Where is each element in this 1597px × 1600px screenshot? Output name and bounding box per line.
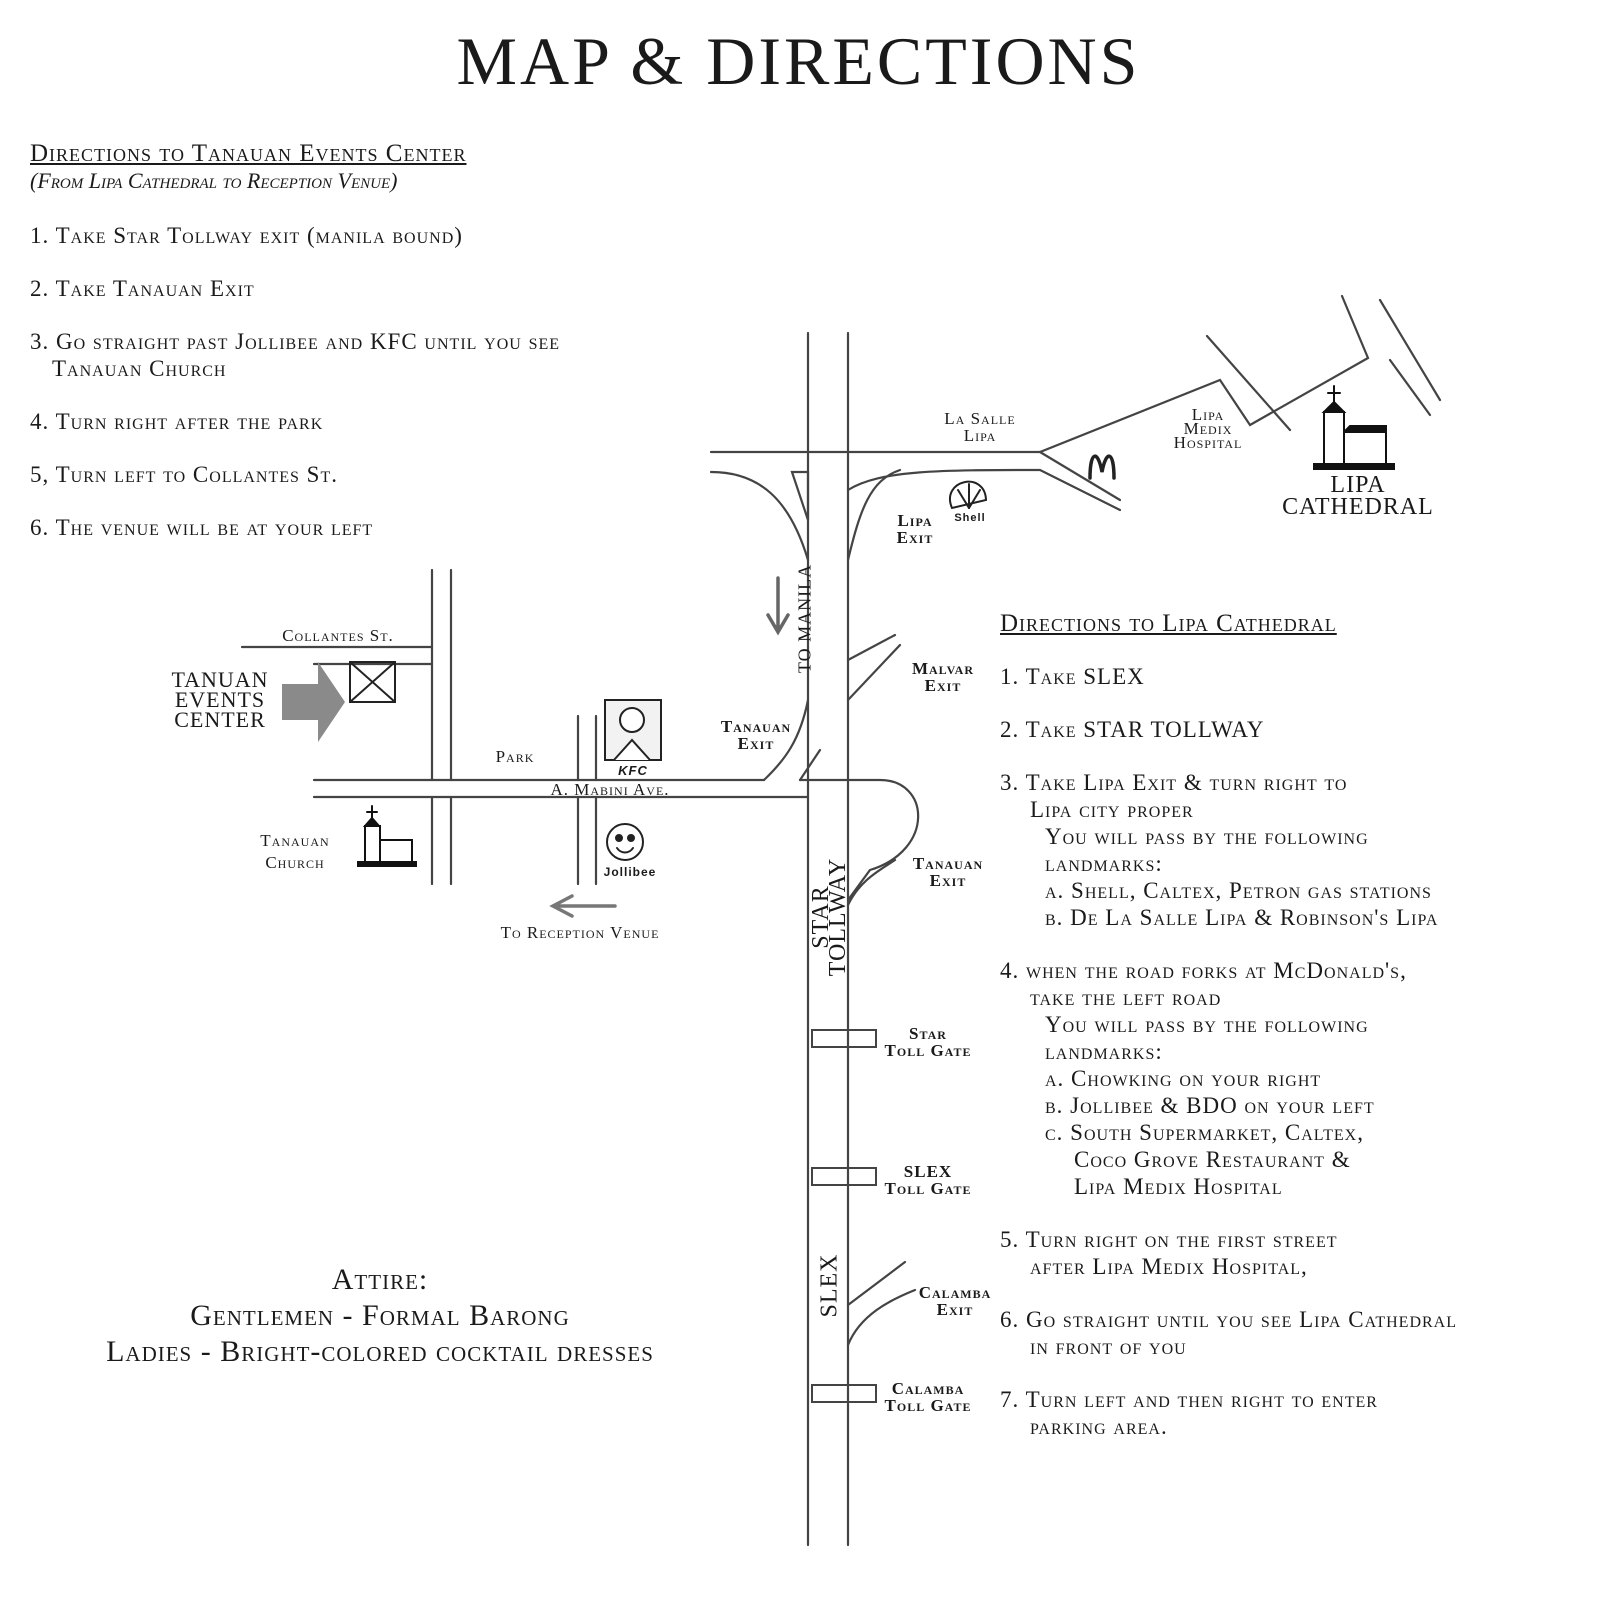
right-step: a. Chowking on your right xyxy=(1045,1066,1322,1091)
lipa-exit-ramp-inner xyxy=(790,470,810,521)
right-step: landmarks: xyxy=(1045,851,1163,876)
malvar-exit-ramp-b xyxy=(846,643,902,702)
venue-box xyxy=(349,661,396,703)
shell-icon xyxy=(949,480,988,510)
calamba-exit-ramp-a xyxy=(846,1260,907,1307)
church-icon xyxy=(1313,385,1395,470)
label-malvar-exit: Malvar Exit xyxy=(911,659,975,695)
label-jollibee: Jollibee xyxy=(603,865,657,879)
left-step: 4. Turn right after the park xyxy=(30,409,324,434)
right-step: 6. Go straight until you see Lipa Cathed… xyxy=(1000,1307,1458,1332)
label-tanauan-church: Tanauan Church xyxy=(260,831,330,872)
left-step: 5, Turn left to Collantes St. xyxy=(30,462,338,487)
down-arrow-icon xyxy=(766,576,790,636)
attire-section: Attire: Gentlemen - Formal Barong Ladies… xyxy=(30,1262,730,1370)
left-step: Tanauan Church xyxy=(52,356,227,381)
left-arrow-icon xyxy=(549,894,617,918)
left-steps: 1. Take Star Tollway exit (manila bound)… xyxy=(30,222,560,541)
right-step: b. De La Salle Lipa & Robinson's Lipa xyxy=(1045,905,1439,930)
right-step: You will pass by the following xyxy=(1045,824,1369,849)
left-step: 2. Take Tanauan Exit xyxy=(30,276,255,301)
label-tanauan-exit-a: Tanauan Exit xyxy=(720,717,792,753)
label-lipa-medix: Lipa Medix Hospital xyxy=(1173,405,1243,452)
label-calamba-exit: Calamba Exit xyxy=(918,1283,992,1319)
malvar-exit-ramp xyxy=(846,633,897,662)
la-salle-road-right xyxy=(1205,334,1292,432)
left-step: 3. Go straight past Jollibee and KFC unt… xyxy=(30,329,561,354)
label-to-reception: To Reception Venue xyxy=(500,923,660,942)
right-step: 5. Turn right on the first street xyxy=(1000,1227,1338,1252)
left-directions: Directions to Tanauan Events Center (Fro… xyxy=(30,140,466,194)
attire-heading: Attire: xyxy=(331,1263,429,1296)
left-directions-heading: Directions to Tanauan Events Center xyxy=(30,140,467,167)
right-step: 7. Turn left and then right to enter xyxy=(1000,1387,1378,1412)
label-la-salle: La Salle Lipa xyxy=(944,409,1016,445)
right-step: Coco Grove Restaurant & xyxy=(1074,1147,1351,1172)
lipa-exit-ramp-left xyxy=(709,470,810,562)
kfc-icon xyxy=(604,699,662,761)
left-step: 1. Take Star Tollway exit (manila bound) xyxy=(30,223,463,248)
right-directions: Directions to Lipa Cathedral 1. Take SLE… xyxy=(1000,610,1457,1440)
page-title: MAP & DIRECTIONS xyxy=(456,23,1141,99)
left-directions-subheading: (From Lipa Cathedral to Reception Venue) xyxy=(30,168,398,193)
label-to-manila: TO MANILA xyxy=(794,563,815,674)
tanauan-exit-ramp-b xyxy=(798,748,822,782)
label-shell: Shell xyxy=(954,512,986,524)
attire-ladies: Ladies - Bright-colored cocktail dresses xyxy=(106,1335,654,1368)
label-collantes-st: Collantes St. xyxy=(282,626,394,645)
right-step: take the left road xyxy=(1030,985,1222,1010)
right-step: Lipa city proper xyxy=(1030,797,1194,822)
label-tanauan-exit-b: Tanauan Exit xyxy=(912,854,984,890)
right-step: 2. Take STAR TOLLWAY xyxy=(1000,717,1265,742)
right-step: You will pass by the following xyxy=(1045,1012,1369,1037)
right-step: in front of you xyxy=(1030,1334,1187,1359)
calamba-toll-gate xyxy=(811,1384,877,1403)
right-step: Lipa Medix Hospital xyxy=(1074,1174,1283,1199)
label-tanauan-events-center: TANUAN EVENTS CENTER xyxy=(171,667,269,732)
label-lipa-cathedral: LIPA CATHEDRAL xyxy=(1282,472,1434,520)
right-step: b. Jollibee & BDO on your left xyxy=(1045,1093,1375,1118)
right-step: parking area. xyxy=(1030,1414,1168,1439)
tanauan-exit-ramp-a xyxy=(762,698,810,782)
label-slex: SLEX xyxy=(816,1253,843,1318)
mabini-loop xyxy=(798,778,920,902)
road-upper-right-b xyxy=(1388,358,1432,417)
mcdonalds-icon xyxy=(1088,454,1116,480)
right-directions-heading: Directions to Lipa Cathedral xyxy=(1000,610,1337,637)
right-step: 3. Take Lipa Exit & turn right to xyxy=(1000,770,1348,795)
label-mabini-ave: A. Mabini Ave. xyxy=(550,780,670,799)
slex-toll-gate xyxy=(811,1167,877,1186)
right-step: landmarks: xyxy=(1045,1039,1163,1064)
star-toll-gate xyxy=(811,1029,877,1048)
label-star-toll-gate: Star Toll Gate xyxy=(884,1024,972,1060)
fork-road xyxy=(1038,450,1122,502)
right-step: after Lipa Medix Hospital, xyxy=(1030,1254,1308,1279)
jollibee-icon xyxy=(606,823,644,861)
calamba-exit-ramp-b xyxy=(846,1288,917,1347)
label-star-tollway: STAR TOLLWAY xyxy=(808,857,851,977)
right-step: 1. Take SLEX xyxy=(1000,664,1145,689)
label-kfc: KFC xyxy=(618,763,648,778)
right-step: c. South Supermarket, Caltex, xyxy=(1045,1120,1364,1145)
la-salle-road-top xyxy=(709,294,1370,454)
lipa-exit-ramp-right xyxy=(846,468,902,562)
attire-gentlemen: Gentlemen - Formal Barong xyxy=(190,1299,570,1332)
tanauan-exit-ramp-lower xyxy=(846,858,897,907)
label-calamba-toll-gate: Calamba Toll Gate xyxy=(884,1379,972,1415)
church-icon xyxy=(357,805,417,867)
right-step: a. Shell, Caltex, Petron gas stations xyxy=(1045,878,1432,903)
venue-arrow-icon xyxy=(282,662,345,742)
label-park: Park xyxy=(495,747,535,766)
label-slex-toll-gate: SLEX Toll Gate xyxy=(884,1162,972,1198)
left-step: 6. The venue will be at your left xyxy=(30,515,374,540)
fork-road-lower xyxy=(846,468,1122,512)
label-lipa-exit: Lipa Exit xyxy=(896,511,934,547)
right-step: 4. when the road forks at McDonald's, xyxy=(1000,958,1407,983)
road-upper-right-a xyxy=(1378,298,1442,402)
